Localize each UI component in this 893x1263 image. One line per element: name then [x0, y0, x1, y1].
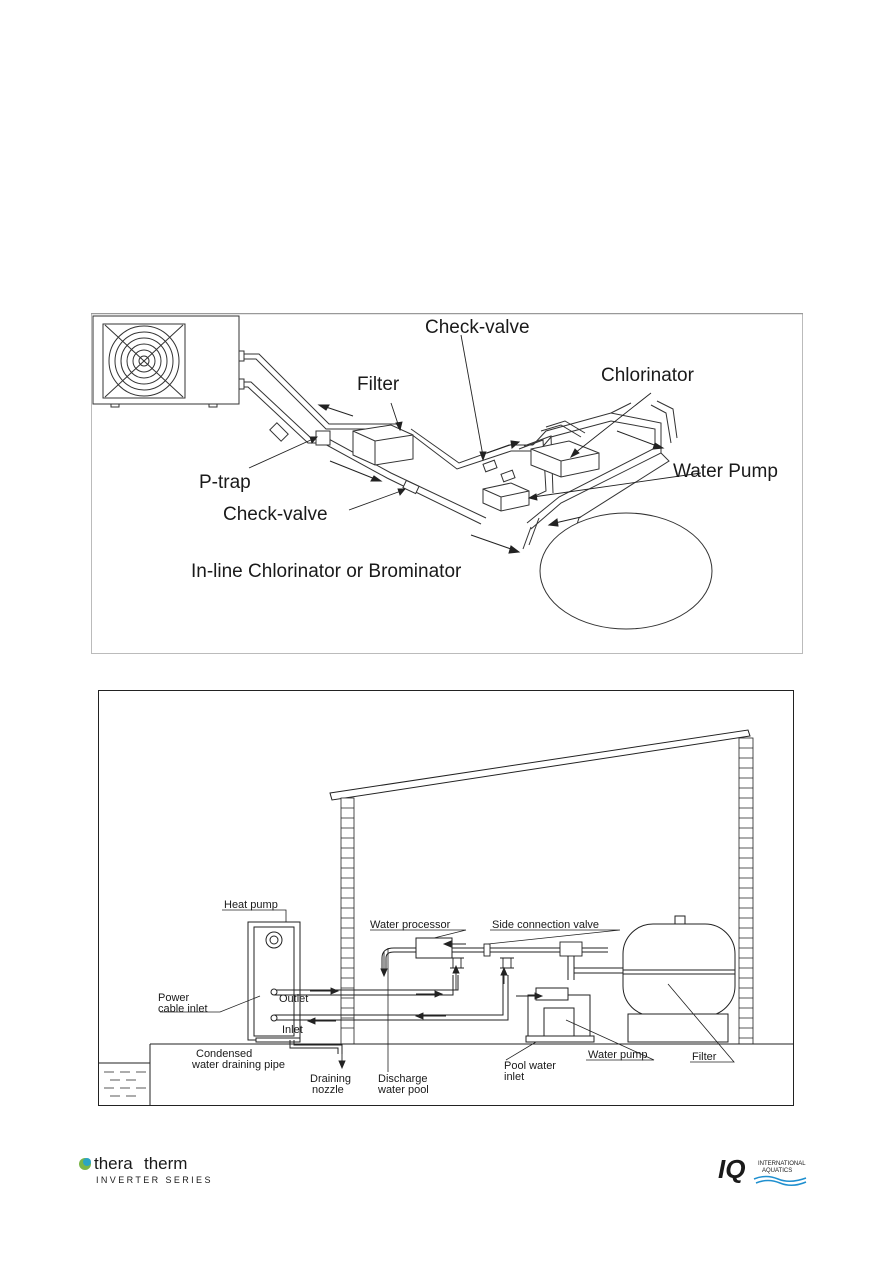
wave-icon: [753, 1175, 807, 1186]
roof: [329, 729, 751, 801]
filter-tank: [622, 915, 736, 1043]
pool-inlet-label-line1: Pool water: [504, 1060, 556, 1072]
filter-label: Filter: [357, 374, 400, 395]
brand-part2: therm: [144, 1154, 187, 1173]
power-label-line2: cable inlet: [158, 1003, 208, 1015]
filter-label: Filter: [692, 1051, 717, 1063]
heat-pump-unit: [92, 315, 245, 408]
heat-pump-label: Heat pump: [224, 899, 278, 911]
iq-mark: IQ: [718, 1154, 745, 1184]
brand-part1: thera: [94, 1154, 133, 1173]
power-label-line1: Power: [158, 992, 190, 1004]
draining-label-line1: Draining: [310, 1073, 351, 1085]
pipe-fittings: [269, 422, 516, 495]
leader-lines: [248, 334, 702, 511]
brick-walls: [340, 737, 754, 1045]
water-pump-box: [482, 482, 530, 512]
flow-arrows: [306, 940, 544, 1070]
iq-line1: INTERNATIONAL: [758, 1161, 806, 1167]
ground: [98, 1043, 794, 1106]
diagram-frame: [98, 690, 794, 1106]
chlorinator-box: [530, 440, 600, 478]
p-trap-label: P-trap: [199, 472, 251, 493]
condensed-label-line1: Condensed: [196, 1048, 252, 1060]
filter-box: [352, 424, 414, 466]
condensed-label-line2: water draining pipe: [191, 1059, 285, 1071]
valves: [450, 941, 583, 969]
theratherm-logo: thera therm INVERTER SERIES: [79, 1154, 213, 1185]
flow-arrows: [317, 404, 665, 554]
check-valve-top-label: Check-valve: [425, 317, 530, 338]
outlet-label: Outlet: [279, 993, 308, 1005]
leader-lines: [160, 909, 735, 1072]
water-processor: [415, 937, 453, 959]
water-processor-label: Water processor: [370, 919, 451, 931]
inlet-label: Inlet: [282, 1024, 303, 1036]
brand-subtitle: INVERTER SERIES: [96, 1175, 213, 1185]
check-valve-bottom-label: Check-valve: [223, 504, 328, 525]
inline-chlorinator-label: In-line Chlorinator or Brominator: [191, 561, 462, 582]
pool-outline: [539, 512, 713, 630]
installation-diagram: Heat pump Water processor Side connectio…: [98, 690, 794, 1106]
piping-diagram: Check-valve Filter Chlorinator Water Pum…: [91, 313, 803, 654]
water-pump: [525, 987, 595, 1043]
water-pump-label: Water pump: [588, 1049, 648, 1061]
pool-inlet-label-line2: inlet: [504, 1071, 524, 1083]
fan-icon: [104, 324, 184, 398]
discharge-label-line2: water pool: [377, 1084, 429, 1096]
iq-line2: AQUATICS: [762, 1168, 792, 1174]
international-aquatics-logo: IQ INTERNATIONAL AQUATICS: [718, 1154, 807, 1186]
draining-label-line2: nozzle: [312, 1084, 344, 1096]
discharge-label-line1: Discharge: [378, 1073, 428, 1085]
pool-water: [104, 1071, 146, 1097]
side-valve-label: Side connection valve: [492, 919, 599, 931]
leaf-icon: [79, 1158, 91, 1170]
water-pump-label: Water Pump: [673, 461, 778, 482]
chlorinator-label: Chlorinator: [601, 365, 695, 386]
